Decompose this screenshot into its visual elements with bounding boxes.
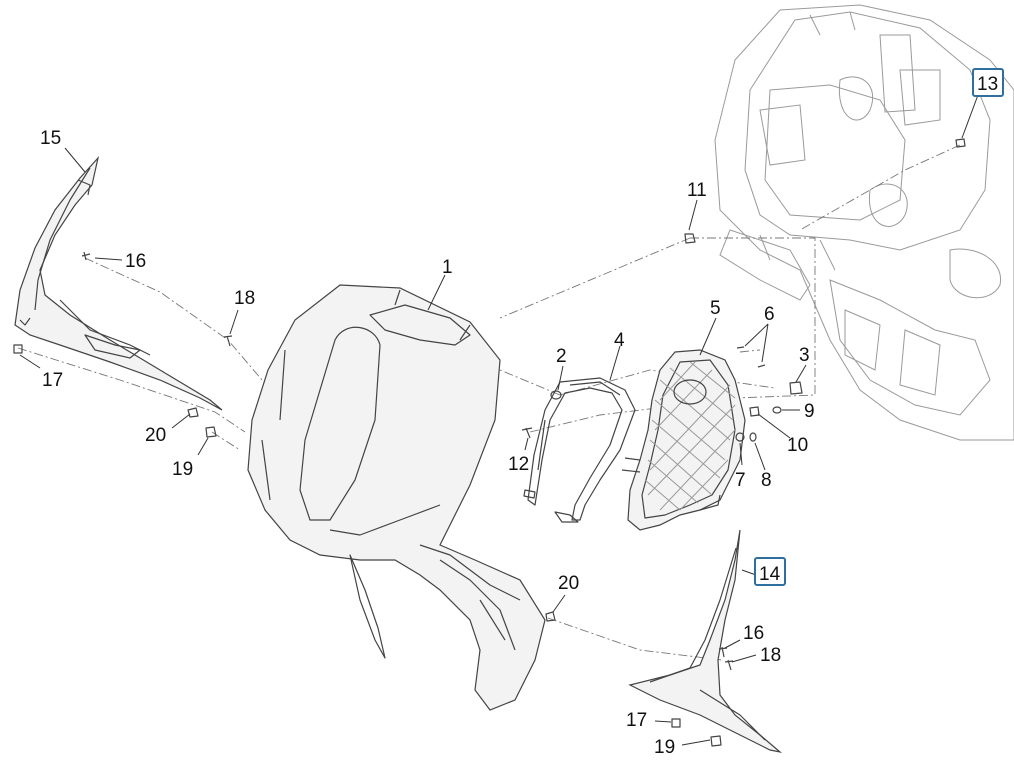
callout-10[interactable]: 10 bbox=[787, 435, 808, 456]
label-13-box bbox=[972, 68, 1004, 97]
callout-16-left[interactable]: 16 bbox=[125, 251, 146, 272]
callout-2[interactable]: 2 bbox=[556, 346, 567, 367]
callout-18-left[interactable]: 18 bbox=[234, 288, 255, 309]
callout-14[interactable]: 14 bbox=[759, 564, 781, 585]
callout-3[interactable]: 3 bbox=[799, 345, 810, 366]
part-4-trim-frame[interactable] bbox=[523, 377, 636, 523]
callout-1[interactable]: 1 bbox=[442, 257, 453, 278]
callout-8[interactable]: 8 bbox=[761, 470, 772, 491]
hardware bbox=[13, 138, 966, 747]
callout-16-right[interactable]: 16 bbox=[743, 623, 764, 644]
callout-9[interactable]: 9 bbox=[804, 401, 815, 422]
callout-20-left[interactable]: 20 bbox=[145, 425, 166, 446]
callout-19-left[interactable]: 19 bbox=[172, 459, 193, 480]
callout-11[interactable]: 11 bbox=[687, 180, 707, 201]
callout-4[interactable]: 4 bbox=[614, 330, 625, 351]
callout-15[interactable]: 15 bbox=[40, 128, 61, 149]
callout-7[interactable]: 7 bbox=[735, 470, 746, 491]
part-5-grille[interactable] bbox=[621, 349, 746, 531]
callout-20-bottom[interactable]: 20 bbox=[558, 573, 579, 594]
callout-17-left[interactable]: 17 bbox=[42, 370, 63, 391]
scooter-frame-background bbox=[714, 4, 1014, 441]
part-15-left-panel[interactable] bbox=[14, 155, 223, 411]
callout-13[interactable]: 13 bbox=[977, 74, 998, 95]
label-14-box bbox=[754, 557, 786, 586]
callout-18-right[interactable]: 18 bbox=[760, 645, 781, 666]
callout-6[interactable]: 6 bbox=[764, 304, 775, 325]
callout-5[interactable]: 5 bbox=[710, 298, 721, 319]
part-1-front-shield[interactable] bbox=[247, 284, 546, 711]
callout-19-right[interactable]: 19 bbox=[654, 737, 675, 758]
part-14-right-panel[interactable] bbox=[628, 529, 783, 754]
leader-lines bbox=[19, 94, 979, 746]
callout-12[interactable]: 12 bbox=[508, 454, 529, 475]
callout-17-right[interactable]: 17 bbox=[626, 710, 647, 731]
